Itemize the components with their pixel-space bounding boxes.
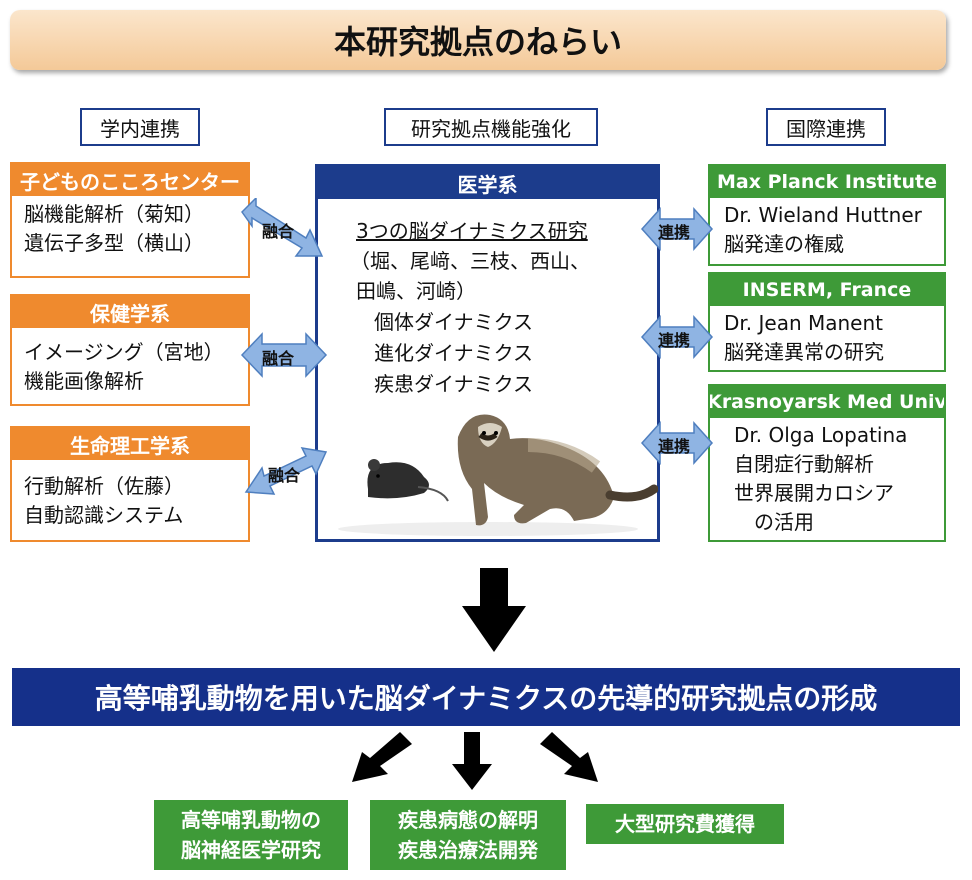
right-box-line: Dr. Wieland Huttner bbox=[724, 203, 922, 227]
outcome-box: 高等哺乳動物の 脳神経医学研究 bbox=[154, 800, 348, 870]
center-box-line: （堀、尾﨑、三枝、西山、 bbox=[350, 249, 590, 273]
right-box-inserm: INSERM, France Dr. Jean Manent 脳発達異常の研究 bbox=[708, 272, 946, 372]
left-box-header: 子どものこころセンター bbox=[12, 164, 248, 196]
right-box-line: Dr. Jean Manent bbox=[724, 311, 884, 335]
arrow-label: 連携 bbox=[658, 223, 691, 242]
right-box-line: 脳発達異常の研究 bbox=[724, 340, 884, 364]
center-box-line: 田嶋、河崎） bbox=[356, 279, 476, 303]
double-arrow-icon bbox=[640, 421, 714, 465]
right-box-max-planck: Max Planck Institute Dr. Wieland Huttner… bbox=[708, 164, 946, 266]
double-arrow-icon bbox=[241, 198, 324, 257]
right-box-krasnoyarsk: Krasnoyarsk Med Univ Dr. Olga Lopatina 自… bbox=[708, 384, 946, 542]
goal-banner: 高等哺乳動物を用いた脳ダイナミクスの先導的研究拠点の形成 bbox=[12, 668, 960, 726]
outcome-line: 疾患病態の解明 bbox=[398, 808, 538, 832]
center-column-header: 研究拠点機能強化 bbox=[384, 108, 598, 146]
left-box-line: 行動解析（佐藤） bbox=[24, 474, 184, 498]
mouse-ferret-illustration bbox=[338, 414, 658, 536]
left-box-kodomo: 子どものこころセンター 脳機能解析（菊知） 遺伝子多型（横山） bbox=[10, 162, 250, 278]
left-box-seimei: 生命理工学系 行動解析（佐藤） 自動認識システム bbox=[10, 426, 250, 542]
outcome-line: 大型研究費獲得 bbox=[615, 812, 755, 836]
arrow-label: 融合 bbox=[268, 466, 301, 485]
outcome-line: 高等哺乳動物の bbox=[181, 808, 321, 832]
right-box-line: 自閉症行動解析 bbox=[734, 452, 874, 476]
outcome-box: 疾患病態の解明 疾患治療法開発 bbox=[370, 800, 566, 870]
right-box-header: INSERM, France bbox=[710, 274, 944, 306]
center-box-line: 進化ダイナミクス bbox=[374, 341, 533, 365]
ferret-icon bbox=[457, 414, 658, 526]
center-box-igakukei: 医学系 3つの脳ダイナミクス研究 （堀、尾﨑、三枝、西山、 田嶋、河崎） 個体ダ… bbox=[315, 164, 660, 542]
center-box-line: 個体ダイナミクス bbox=[374, 310, 533, 334]
mouse-icon bbox=[367, 459, 449, 502]
right-box-header: Krasnoyarsk Med Univ bbox=[710, 386, 944, 418]
left-box-header: 生命理工学系 bbox=[12, 428, 248, 460]
right-box-line: 世界展開カロシア bbox=[734, 481, 894, 505]
left-column-header: 学内連携 bbox=[80, 108, 200, 146]
right-box-line: Dr. Olga Lopatina bbox=[734, 423, 908, 447]
arrow-label: 連携 bbox=[658, 331, 691, 350]
left-box-line: 自動認識システム bbox=[24, 503, 184, 527]
left-box-line: 遺伝子多型（横山） bbox=[24, 231, 204, 255]
center-box-line: 3つの脳ダイナミクス研究 bbox=[356, 219, 588, 243]
right-box-line: 脳発達の権威 bbox=[724, 232, 844, 256]
outcome-line: 疾患治療法開発 bbox=[398, 838, 538, 862]
down-arrow-icon bbox=[452, 732, 492, 790]
arrow-label: 融合 bbox=[262, 349, 295, 368]
outcome-box: 大型研究費獲得 bbox=[586, 804, 784, 844]
down-arrow-icon bbox=[462, 568, 526, 652]
left-box-line: 脳機能解析（菊知） bbox=[24, 202, 204, 226]
right-column-header: 国際連携 bbox=[766, 108, 886, 146]
page-title: 本研究拠点のねらい bbox=[10, 10, 946, 70]
arrow-label: 融合 bbox=[262, 222, 295, 241]
left-box-header: 保健学系 bbox=[12, 296, 248, 328]
double-arrow-icon bbox=[640, 207, 714, 251]
right-box-header: Max Planck Institute bbox=[710, 166, 944, 198]
center-box-line: 疾患ダイナミクス bbox=[374, 372, 533, 396]
double-arrow-icon bbox=[244, 447, 328, 495]
double-arrow-icon bbox=[640, 315, 714, 359]
left-box-line: イメージング（宮地） bbox=[24, 340, 224, 364]
down-left-arrow-icon bbox=[352, 732, 412, 782]
double-arrow-icon bbox=[240, 332, 328, 378]
center-box-header: 医学系 bbox=[318, 167, 657, 199]
left-box-hoken: 保健学系 イメージング（宮地） 機能画像解析 bbox=[10, 294, 250, 406]
outcome-line: 脳神経医学研究 bbox=[181, 838, 321, 862]
left-box-line: 機能画像解析 bbox=[24, 369, 144, 393]
arrow-label: 連携 bbox=[658, 437, 691, 456]
right-box-line: の活用 bbox=[754, 510, 814, 534]
down-right-arrow-icon bbox=[540, 732, 598, 782]
